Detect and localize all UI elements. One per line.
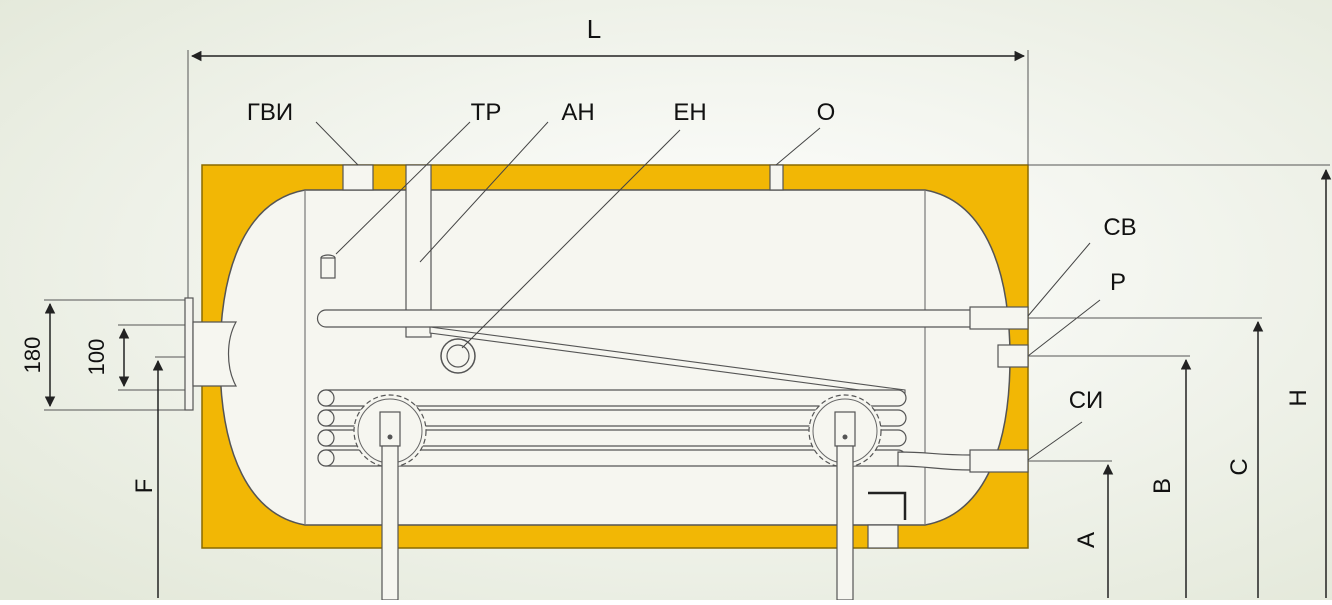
label-F: F — [131, 479, 158, 494]
dimension-arrows — [44, 50, 1332, 598]
heat-exchanger-coil — [317, 389, 907, 467]
label-tr: ТР — [471, 99, 502, 126]
label-en: ЕН — [673, 99, 706, 126]
label-100: 100 — [84, 339, 109, 376]
label-B: B — [1149, 478, 1176, 494]
bottom-port — [867, 524, 899, 549]
upper-pipe — [316, 309, 973, 328]
flange-plate — [184, 297, 194, 411]
hot-water-outlet-port — [342, 164, 374, 191]
label-C: C — [1226, 458, 1253, 475]
circulation-port — [997, 344, 1029, 368]
label-180: 180 — [20, 337, 45, 374]
leg-left — [381, 445, 399, 601]
label-sv: СВ — [1103, 214, 1136, 241]
label-H: H — [1285, 389, 1312, 406]
leader-lines — [315, 121, 1101, 461]
coil-outlet-port — [969, 449, 1029, 473]
label-L: L — [587, 14, 601, 44]
temperature-sensor — [320, 257, 336, 279]
bracket — [868, 491, 907, 520]
label-si: СИ — [1069, 387, 1104, 414]
electric-heater-inner — [446, 344, 470, 368]
label-r: Р — [1110, 269, 1126, 296]
leg-right — [836, 445, 854, 601]
drain-port — [769, 164, 784, 191]
support-gear-right — [808, 394, 882, 468]
label-an: АН — [561, 99, 594, 126]
electric-heater — [440, 338, 476, 374]
flange-neck — [192, 321, 238, 387]
extension-lines — [44, 50, 1330, 462]
anode-rod — [405, 164, 432, 338]
cold-water-inlet-port — [969, 306, 1029, 330]
label-o: О — [817, 99, 836, 126]
label-gvi: ГВИ — [247, 99, 293, 126]
label-A: A — [1073, 532, 1100, 548]
